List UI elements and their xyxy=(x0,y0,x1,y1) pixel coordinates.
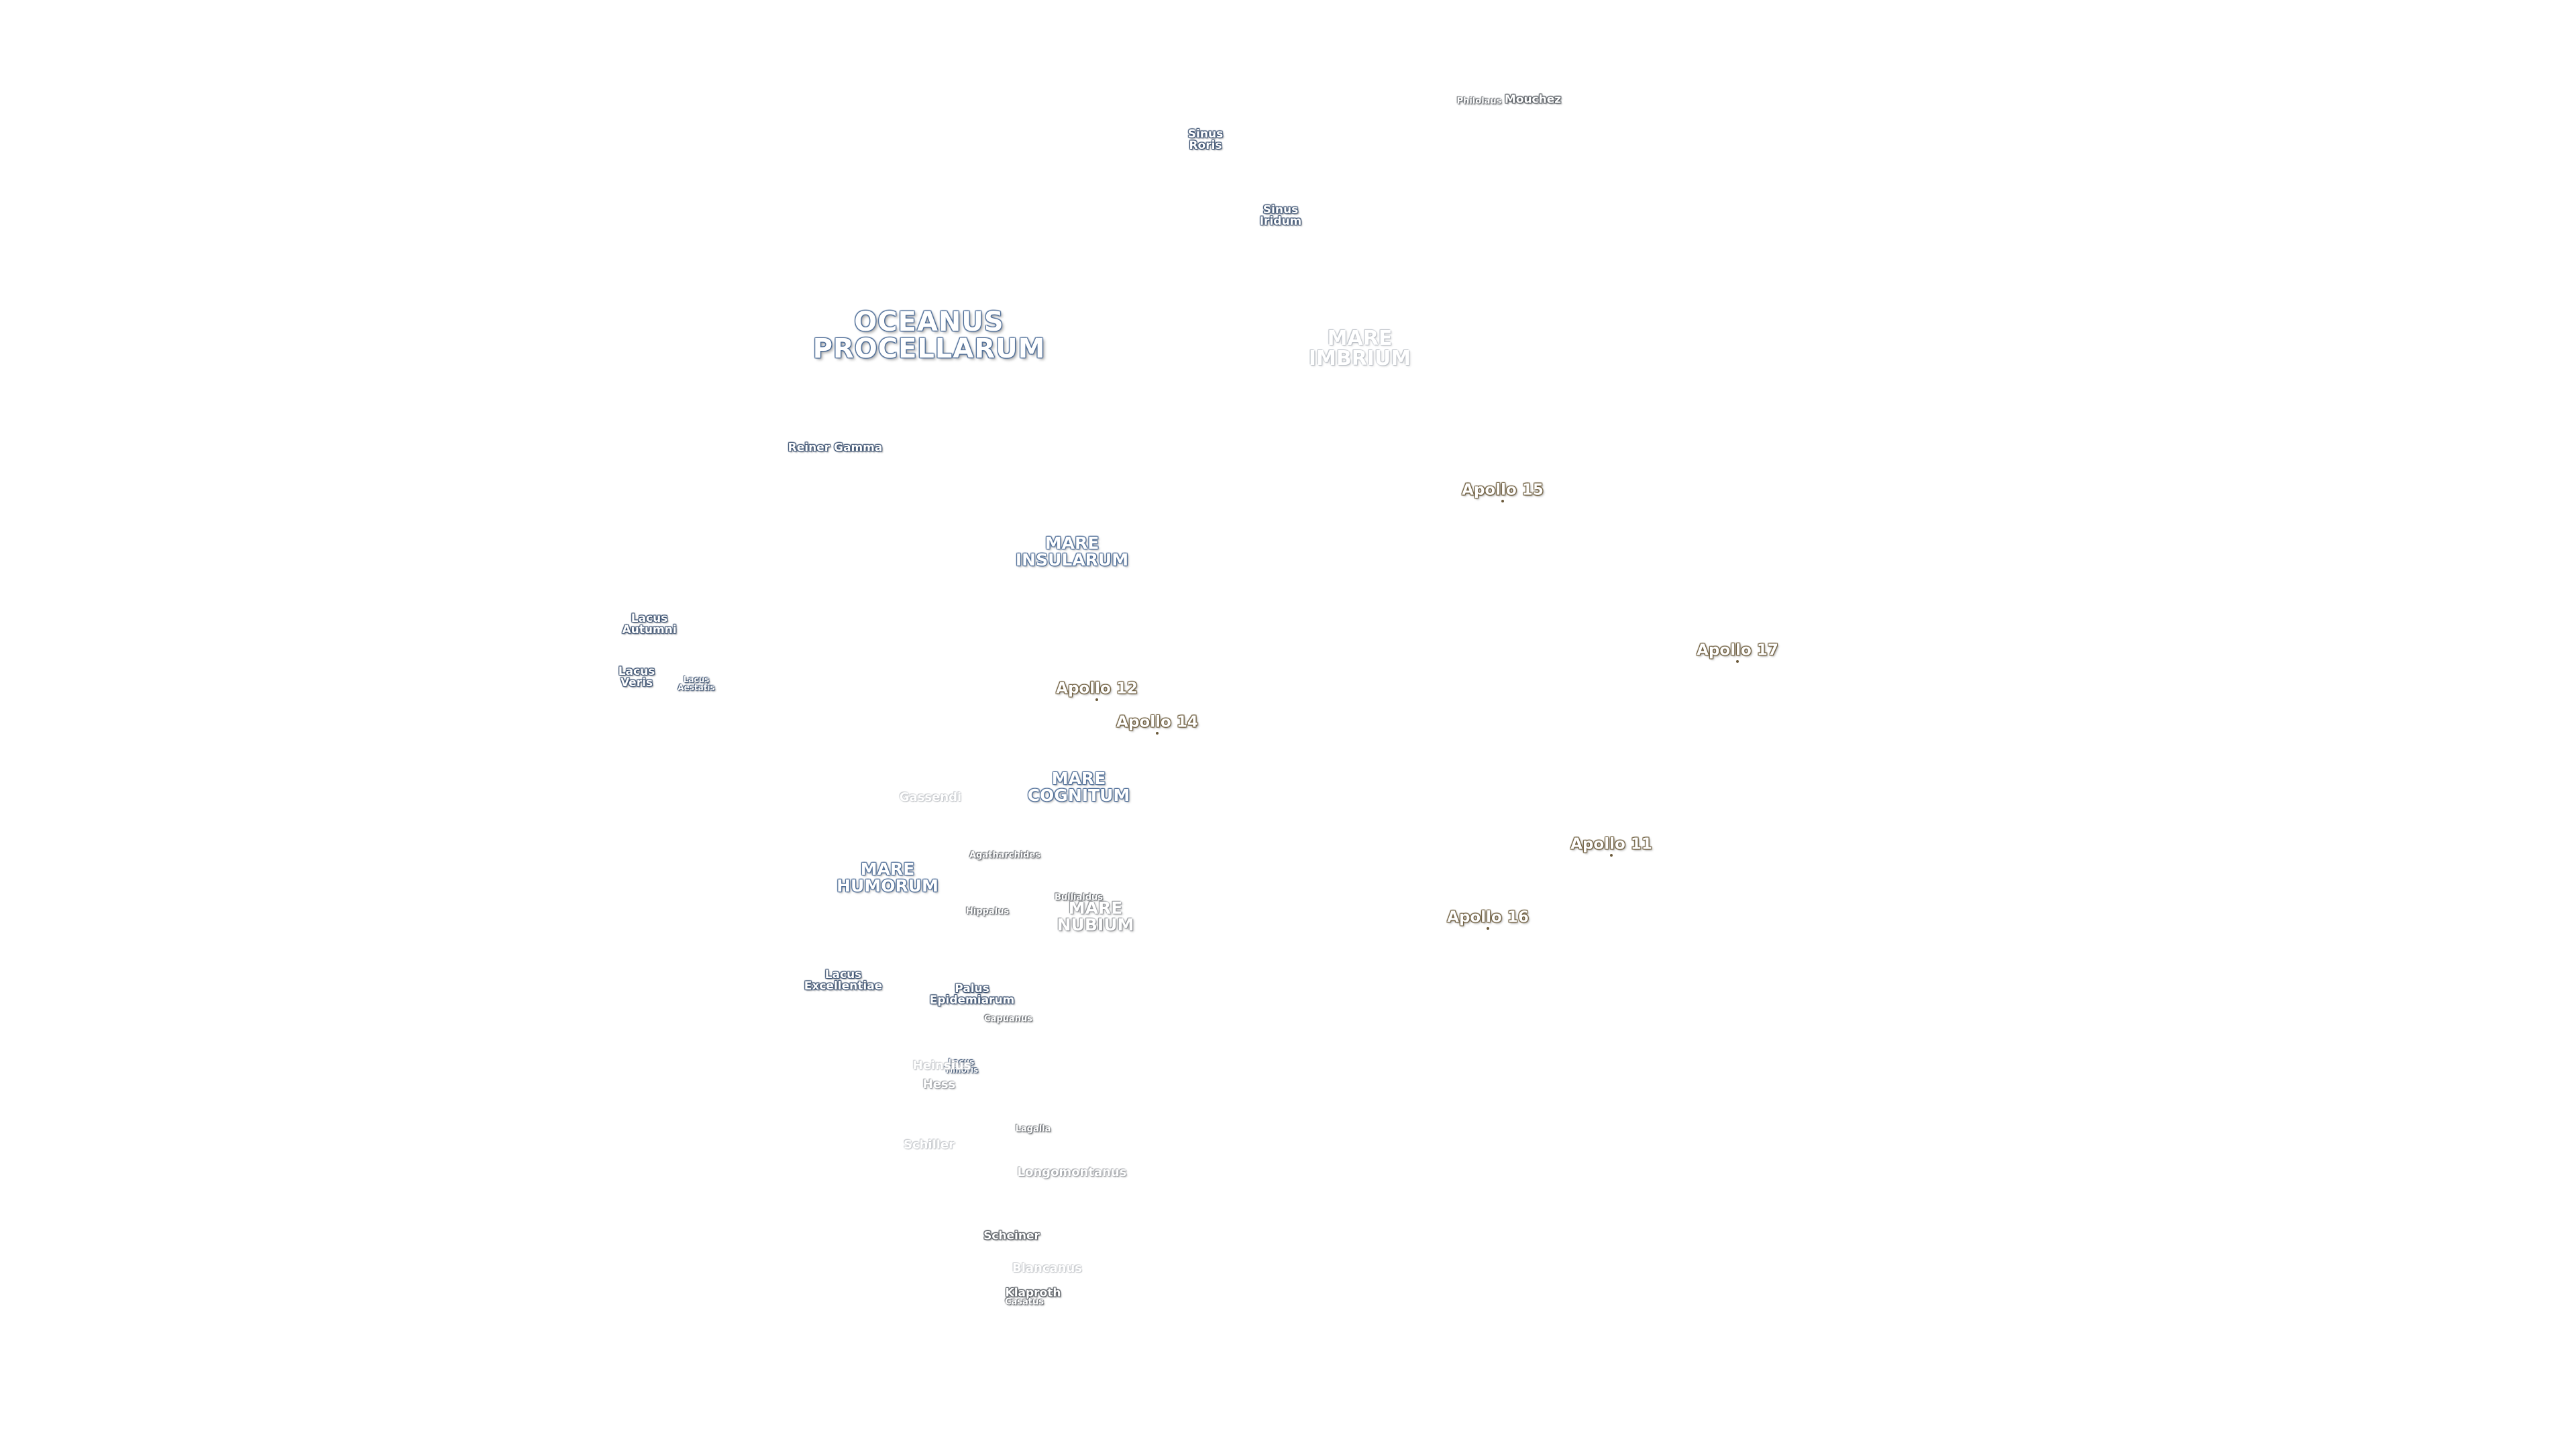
map-label-mare-humorum[interactable]: MARE HUMORUM xyxy=(837,859,938,896)
map-label-lacus-veris[interactable]: Lacus Veris xyxy=(618,665,655,690)
landing-site-marker-apollo-14[interactable] xyxy=(1156,732,1159,735)
map-label-philolaus[interactable]: Philolaus xyxy=(1456,96,1502,107)
map-label-bullialdus[interactable]: Bullialdus xyxy=(1054,892,1104,903)
map-label-hess[interactable]: Hess xyxy=(922,1077,956,1091)
map-label-oceanus-procellarum[interactable]: OCEANUS PROCELLARUM xyxy=(812,307,1046,364)
map-label-hippalus[interactable]: Hippalus xyxy=(965,906,1010,917)
map-label-klaproth[interactable]: Klaproth xyxy=(1005,1286,1061,1300)
map-label-gassendi[interactable]: Gassendi xyxy=(899,790,962,804)
map-label-scheiner[interactable]: Scheiner xyxy=(983,1229,1040,1243)
map-label-capuanus[interactable]: Capuanus xyxy=(984,1014,1032,1024)
map-label-mare-imbrium[interactable]: MARE IMBRIUM xyxy=(1308,327,1411,370)
map-label-mouchez[interactable]: Mouchez xyxy=(1504,93,1562,107)
map-label-apollo-16[interactable]: Apollo 16 xyxy=(1447,908,1529,926)
map-label-apollo-17[interactable]: Apollo 17 xyxy=(1697,641,1778,659)
map-label-apollo-15[interactable]: Apollo 15 xyxy=(1462,481,1544,499)
map-label-longomontanus[interactable]: Longomontanus xyxy=(1017,1165,1127,1179)
map-label-lacus-timoris[interactable]: Lacus Timoris xyxy=(944,1057,979,1075)
map-label-schiller[interactable]: Schiller xyxy=(903,1138,955,1152)
map-label-sinus-iridum[interactable]: Sinus Iridum xyxy=(1259,203,1302,228)
map-label-lacus-aestatis[interactable]: Lacus Aestatis xyxy=(678,675,715,692)
map-label-casatus[interactable]: Casatus xyxy=(1004,1297,1044,1307)
landing-site-marker-apollo-11[interactable] xyxy=(1610,854,1613,857)
map-label-lagalla[interactable]: Lagalla xyxy=(1015,1124,1051,1134)
map-label-mare-nubium[interactable]: MARE NUBIUM xyxy=(1057,898,1134,934)
landing-site-marker-apollo-12[interactable] xyxy=(1095,698,1098,701)
map-label-reiner-gamma[interactable]: Reiner Gamma xyxy=(788,441,883,455)
map-label-apollo-14[interactable]: Apollo 14 xyxy=(1116,713,1198,731)
landing-site-marker-apollo-16[interactable] xyxy=(1487,927,1489,930)
map-label-agatharchides[interactable]: Agatharchides xyxy=(969,850,1041,861)
map-label-apollo-11[interactable]: Apollo 11 xyxy=(1570,835,1652,853)
landing-site-marker-apollo-15[interactable] xyxy=(1501,500,1504,502)
landing-site-marker-apollo-17[interactable] xyxy=(1736,660,1739,663)
map-label-palus-epidemiarum[interactable]: Palus Epidemiarum xyxy=(929,982,1015,1007)
map-label-mare-insularum[interactable]: MARE INSULARUM xyxy=(1015,533,1129,570)
map-label-lacus-excellentiae[interactable]: Lacus Excellentiae xyxy=(804,968,883,993)
map-label-blancanus[interactable]: Blancanus xyxy=(1012,1261,1083,1275)
map-label-mare-cognitum[interactable]: MARE COGNITUM xyxy=(1027,769,1130,805)
map-label-sinus-roris[interactable]: Sinus Roris xyxy=(1187,127,1224,152)
map-label-apollo-12[interactable]: Apollo 12 xyxy=(1056,680,1138,698)
map-label-lacus-autumni[interactable]: Lacus Autumni xyxy=(622,612,677,637)
map-label-heinsius[interactable]: Heinsius xyxy=(912,1059,971,1073)
